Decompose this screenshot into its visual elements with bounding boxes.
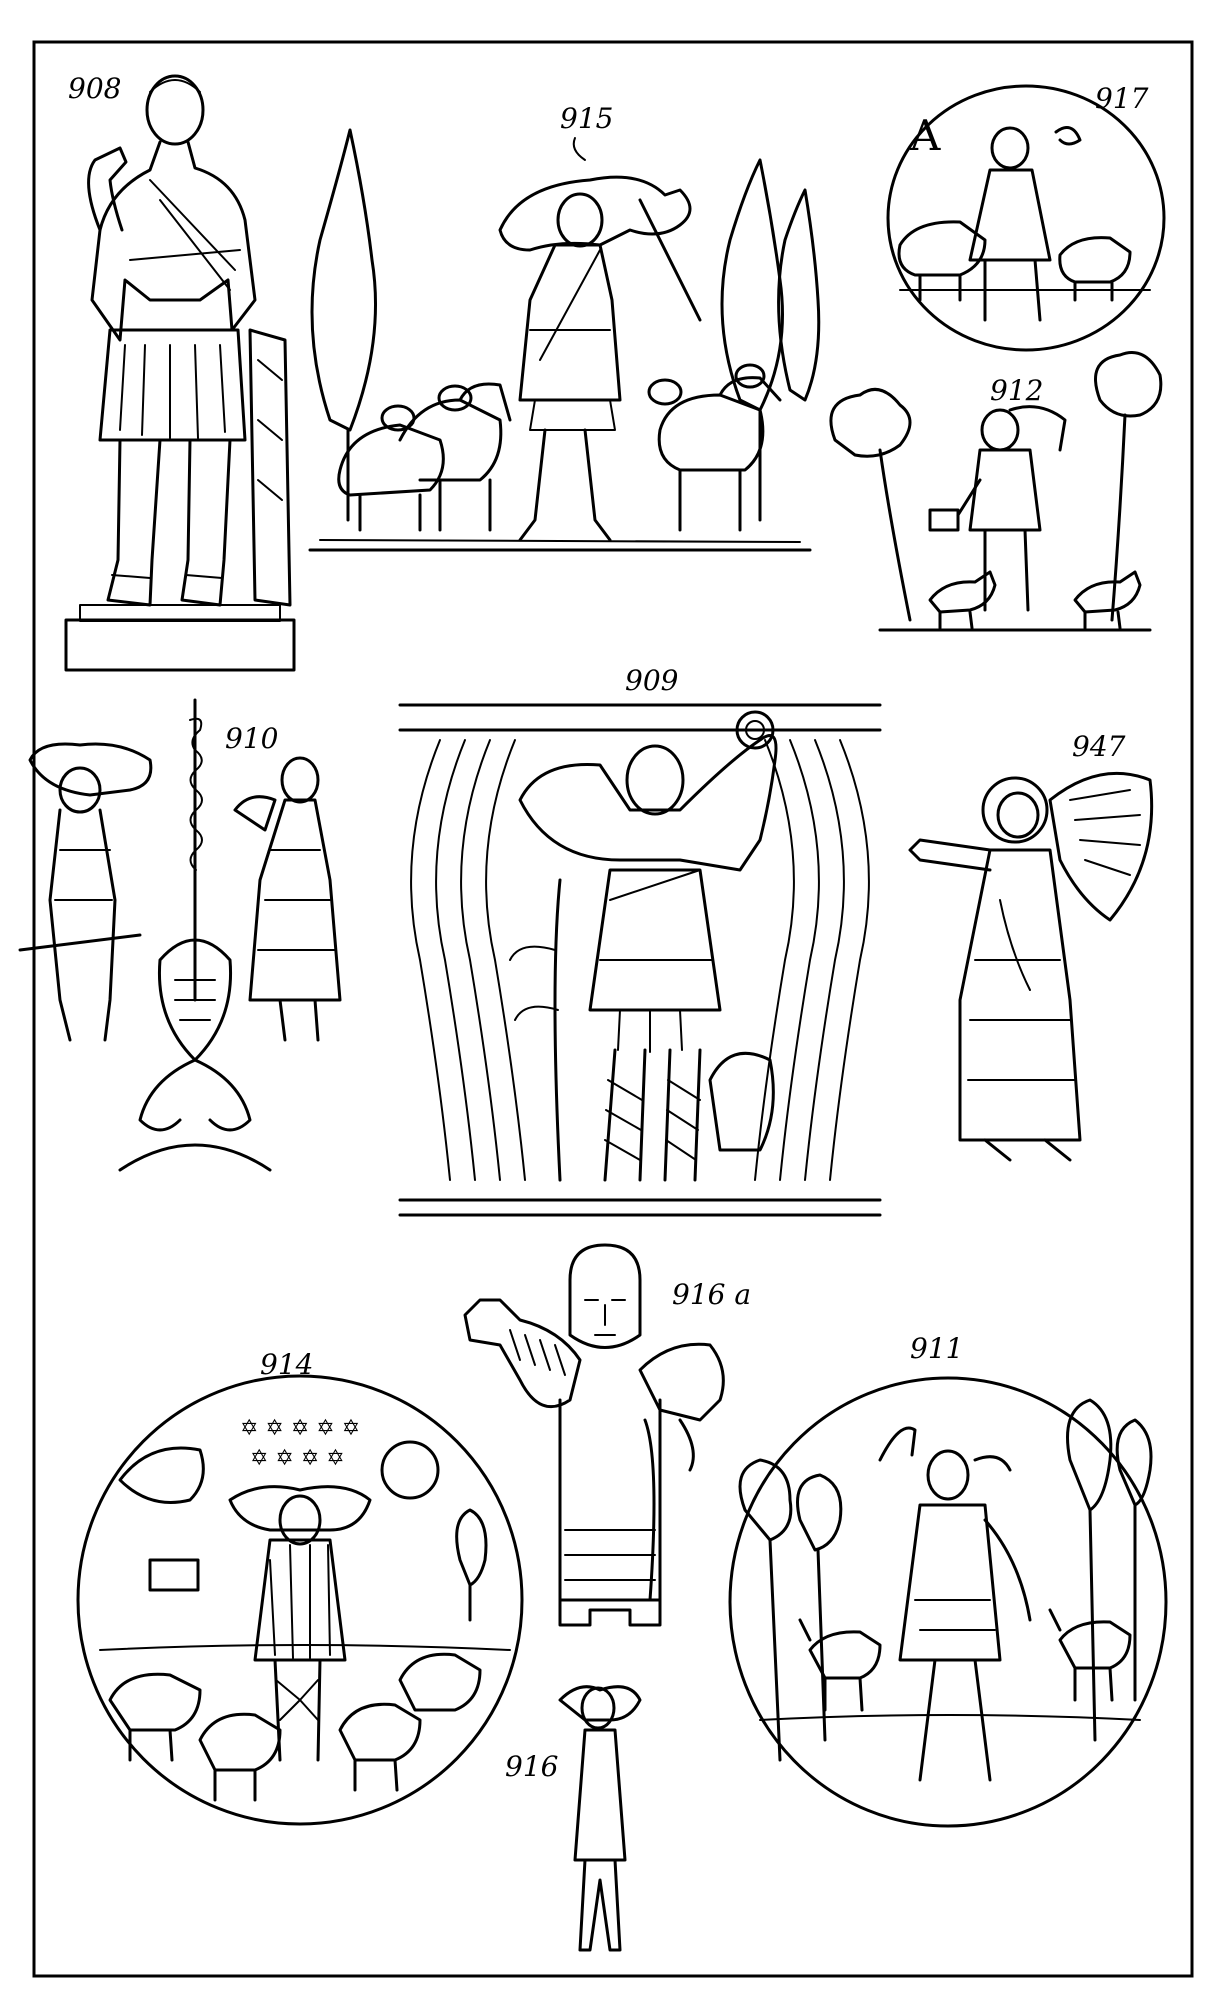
standing-shepherd-statue-icon [64,74,296,672]
shepherd-with-dogs-and-trees-icon [829,351,1163,632]
svg-text:✡ ✡ ✡ ✡ ✡: ✡ ✡ ✡ ✡ ✡ [240,1416,360,1441]
figure-908-label: 908 [68,72,121,105]
figure-909-label: 909 [625,664,678,697]
figure-916a-label: 916 a [672,1278,751,1311]
relief-shepherd-carrying-ram-icon [398,703,882,1217]
figure-915-label: 915 [560,102,613,135]
figure-909: 909 [398,664,882,1217]
figure-916: 916 [505,1685,642,1952]
bust-with-animal-icon [463,1243,725,1627]
plate-border [32,40,1194,1978]
small-statuette-shepherd-icon [558,1685,642,1952]
figure-947-label: 947 [1072,730,1126,763]
figure-916-label: 916 [505,1750,558,1783]
shepherd-carrying-sheep-with-flock-icon [308,128,821,552]
figures-with-candelabrum-icon [18,698,342,1172]
svg-text:✡ ✡ ✡ ✡: ✡ ✡ ✡ ✡ [250,1446,345,1471]
medallion-shepherd-with-sheep-icon: A [886,84,1166,352]
figure-910: 910 [18,698,342,1172]
figure-912-label: 912 [990,374,1043,407]
medallion-shepherd-with-flock-and-stars-icon: ✡ ✡ ✡ ✡ ✡ ✡ ✡ ✡ ✡ [76,1374,524,1826]
winged-angel-figure-icon [908,771,1154,1162]
figure-917: 917 A [886,82,1166,352]
figure-912: 912 [829,351,1163,632]
figure-914: 914 ✡ ✡ ✡ ✡ ✡ ✡ ✡ ✡ ✡ [76,1348,524,1826]
medallion-inscription: A [909,111,941,160]
figure-910-label: 910 [225,722,278,755]
figure-911: 911 [728,1332,1168,1828]
figure-908: 908 [64,72,296,672]
figure-911-label: 911 [910,1332,963,1365]
figure-947: 947 [908,730,1154,1162]
figure-916a: 916 a [463,1243,751,1627]
figure-915: 915 [308,102,821,552]
medallion-shepherd-with-goats-icon [728,1376,1168,1828]
